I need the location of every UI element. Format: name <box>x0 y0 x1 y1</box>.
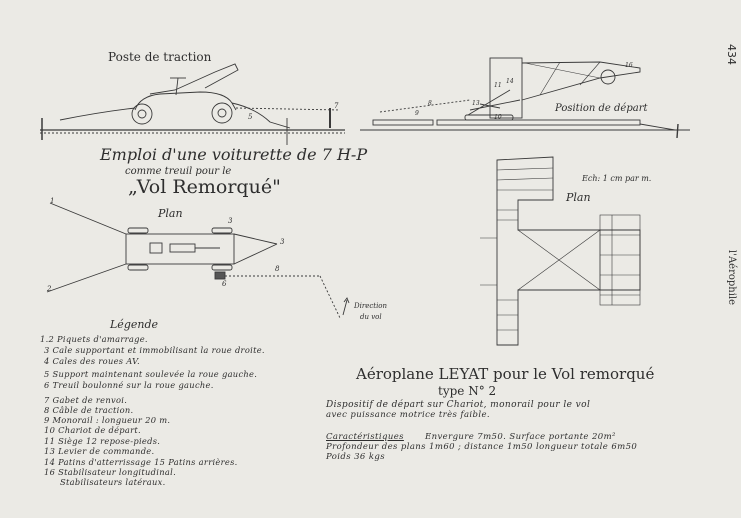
car-side-view <box>40 63 345 145</box>
legend-item: 5 Support maintenant soulevée la roue ga… <box>44 369 258 379</box>
legend-title: Légende <box>110 318 159 331</box>
plane-side-view <box>360 57 690 139</box>
legend-item: 10 Chariot de départ. <box>44 425 141 435</box>
marker-treuil6: 6 <box>222 280 227 288</box>
scale-label: Ech: 1 cm par m. <box>582 174 652 183</box>
car-plan-view <box>46 202 350 319</box>
plane-plan-view <box>480 156 641 346</box>
car-heading: Poste de traction <box>108 50 212 64</box>
direction-label-2: du vol <box>360 313 382 321</box>
characteristics-heading: Caractéristiques <box>326 432 404 442</box>
marker-m16: 16 <box>625 62 633 69</box>
legend-item: Stabilisateurs latéraux. <box>60 477 166 487</box>
legend-item: 8 Câble de traction. <box>44 405 134 415</box>
marker-stake2: 2 <box>47 285 52 293</box>
car-plan-label: Plan <box>158 207 183 220</box>
legend-item: 1.2 Piquets d'amarrage. <box>40 334 148 344</box>
car-title-line1: Emploi d'une voiturette de 7 H-P <box>100 145 368 164</box>
direction-label-1: Direction <box>354 302 388 310</box>
aeroplane-subtitle: type N° 2 <box>438 384 497 398</box>
car-title-line3: „Vol Remorqué" <box>128 176 281 198</box>
legend-item: 6 Treuil boulonné sur la roue gauche. <box>44 380 214 390</box>
marker-gabet7: 7 <box>334 102 339 110</box>
legend-item: 13 Levier de commande. <box>44 446 155 456</box>
legend-item: 9 Monorail : longueur 20 m. <box>44 415 171 425</box>
legend-item: 7 Gabet de renvoi. <box>44 395 128 405</box>
marker-cale5: 5 <box>248 113 253 121</box>
marker-m13: 13 <box>472 100 480 107</box>
legend-item: 11 Siège 12 repose-pieds. <box>44 436 161 446</box>
characteristics-line3: Poids 36 kgs <box>326 452 385 462</box>
marker-cale3: 3 <box>228 217 233 225</box>
characteristics-line1: Envergure 7m50. Surface portante 20m² <box>425 432 616 442</box>
marker-cale3b: 3 <box>280 238 285 246</box>
marker-m9: 9 <box>415 110 419 117</box>
marker-m14: 14 <box>506 78 514 85</box>
journal-name: l'Aérophile <box>726 250 737 306</box>
legend-item: 3 Cale supportant et immobilisant la rou… <box>44 345 265 355</box>
marker-m11: 11 <box>494 82 502 89</box>
legend-item: 16 Stabilisateur longitudinal. <box>44 467 177 477</box>
page-number: 434 <box>725 44 738 65</box>
marker-stake1: 1 <box>50 197 55 205</box>
legend-item: 14 Patins d'atterrissage 15 Patins arriè… <box>44 457 238 467</box>
marker-m8: 8 <box>428 100 432 107</box>
aeroplane-title: Aéroplane LEYAT pour le Vol remorqué <box>356 365 655 383</box>
plane-plan-label: Plan <box>566 191 591 204</box>
characteristics-line2: Profondeur des plans 1m60 ; distance 1m5… <box>326 442 638 452</box>
position-label: Position de départ <box>555 103 648 114</box>
description-line1: Dispositif de départ sur Chariot, monora… <box>326 400 591 410</box>
legend-item: 4 Cales des roues AV. <box>44 356 140 366</box>
car-title-line2: comme treuil pour le <box>125 166 232 177</box>
marker-cable8: 8 <box>275 265 280 273</box>
description-line2: avec puissance motrice très faible. <box>326 410 491 420</box>
marker-m10: 10 <box>494 114 502 121</box>
